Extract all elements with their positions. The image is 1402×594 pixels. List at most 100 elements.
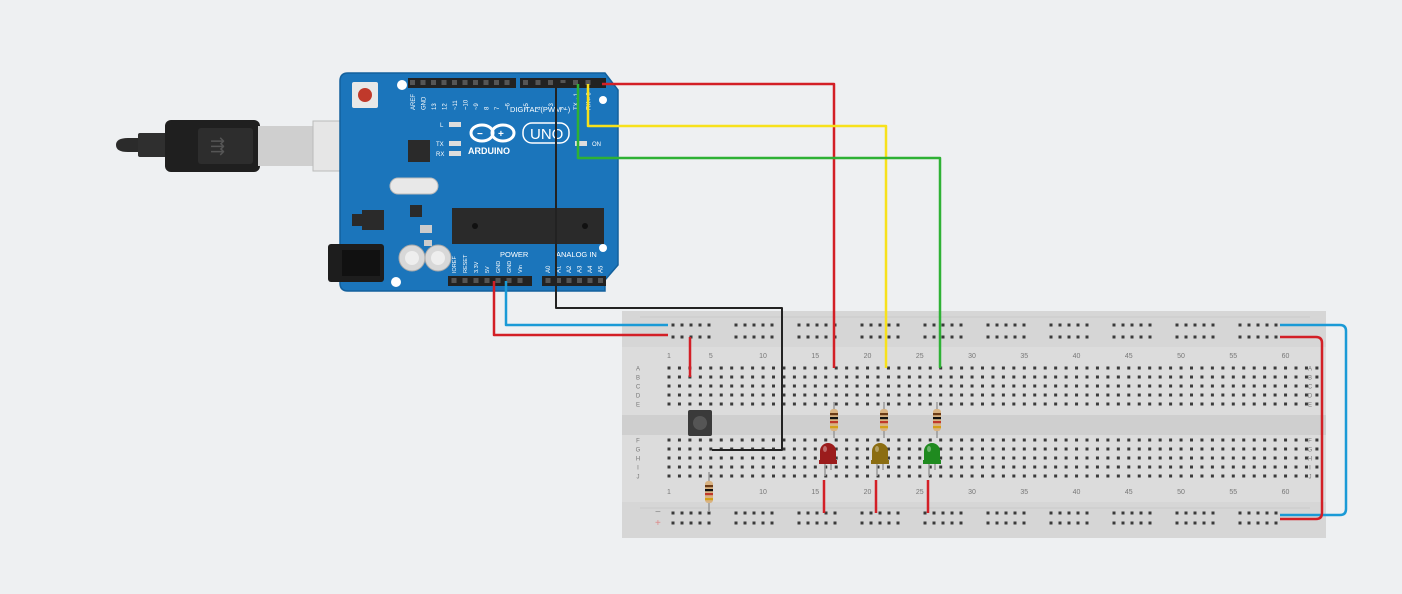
terminal-hole [886,438,890,442]
rail-hole [1202,511,1206,515]
terminal-hole [709,456,713,460]
terminal-hole [1075,366,1079,370]
terminal-hole [1127,375,1131,379]
power-rail-bridge-wire[interactable] [1280,335,1324,521]
terminal-hole [886,402,890,406]
wires[interactable] [492,82,1348,521]
row-letter: F [1308,439,1312,445]
terminal-hole [1137,465,1141,469]
terminal-hole [1158,447,1162,451]
terminal-hole [1210,456,1214,460]
terminal-hole [1001,366,1005,370]
breadboard[interactable]: 1155101015152020252530303535404045455050… [622,311,1326,538]
rail-hole [995,511,999,515]
column-number: 55 [1229,489,1237,496]
led-rim [923,460,941,464]
yellow-led-wire[interactable] [586,84,888,368]
terminal-hole [970,465,974,469]
rail-hole [1148,335,1152,339]
rail-hole [707,511,711,515]
rail-hole [1049,521,1053,525]
terminal-hole [1158,402,1162,406]
terminal-hole [1263,402,1267,406]
terminal-hole [792,366,796,370]
terminal-hole [949,393,953,397]
terminal-hole [1116,366,1120,370]
terminal-hole [907,438,911,442]
resistor[interactable] [705,472,713,512]
terminal-hole [1001,474,1005,478]
resistor[interactable] [880,402,888,438]
terminal-hole [1106,375,1110,379]
gnd-rail-bridge-wire[interactable] [1280,323,1348,517]
terminal-hole [1304,393,1308,397]
yellow-led[interactable] [871,443,889,476]
header-pin [535,80,541,85]
resistor[interactable] [933,402,941,438]
green-led-wire[interactable] [576,84,942,368]
terminal-hole [1012,465,1016,469]
terminal-hole [1284,438,1288,442]
terminal-hole [1085,366,1089,370]
terminal-hole [1294,456,1298,460]
column-number: 10 [759,353,767,360]
column-number: 30 [968,353,976,360]
terminal-hole [970,474,974,478]
terminal-hole [824,366,828,370]
components[interactable] [688,402,941,512]
analog-pin-label: A3 [578,265,584,273]
header-pin [473,278,479,283]
5v-wire[interactable] [492,281,668,337]
terminal-hole [845,465,849,469]
terminal-hole [918,366,922,370]
terminal-hole [803,465,807,469]
terminal-hole [845,456,849,460]
terminal-hole [1231,465,1235,469]
terminal-hole [1231,393,1235,397]
terminal-hole [730,366,734,370]
terminal-hole [803,402,807,406]
gnd-wire[interactable] [504,281,668,327]
column-number: 30 [968,489,976,496]
terminal-hole [1127,393,1131,397]
rail-hole [1058,335,1062,339]
red-led[interactable] [819,443,837,476]
terminal-hole [1148,366,1152,370]
terminal-hole [1179,366,1183,370]
small-chip [410,205,422,217]
digital-pin-label: 7 [495,106,501,110]
terminal-hole [1242,474,1246,478]
green-led[interactable] [923,443,941,476]
resistor-band [933,426,941,429]
pushbutton[interactable] [688,410,712,436]
terminal-hole [751,465,755,469]
terminal-hole [1075,456,1079,460]
rail-hole [806,511,810,515]
terminal-hole [1116,474,1120,478]
logo-loop-right [490,123,516,143]
resistor-band [830,413,838,416]
terminal-hole [918,447,922,451]
terminal-hole [803,384,807,388]
terminal-hole [1012,474,1016,478]
rail-hole [1085,521,1089,525]
reset-button-cap[interactable] [358,88,372,102]
terminal-hole [761,465,765,469]
rail-hole [824,323,828,327]
header-pin [585,80,591,85]
terminal-hole [886,465,890,469]
terminal-hole [1106,438,1110,442]
resistor[interactable] [830,402,838,438]
terminal-hole [813,474,817,478]
red-led-wire[interactable] [602,82,836,368]
rail-hole [896,335,900,339]
terminal-hole [1064,474,1068,478]
usb-interface-chip [408,140,430,162]
terminal-hole [1022,456,1026,460]
rail-hole [1265,511,1269,515]
terminal-hole [991,393,995,397]
button-signal-wire[interactable] [555,83,783,451]
terminal-hole [1315,402,1319,406]
pushbutton-cap[interactable] [693,416,707,430]
